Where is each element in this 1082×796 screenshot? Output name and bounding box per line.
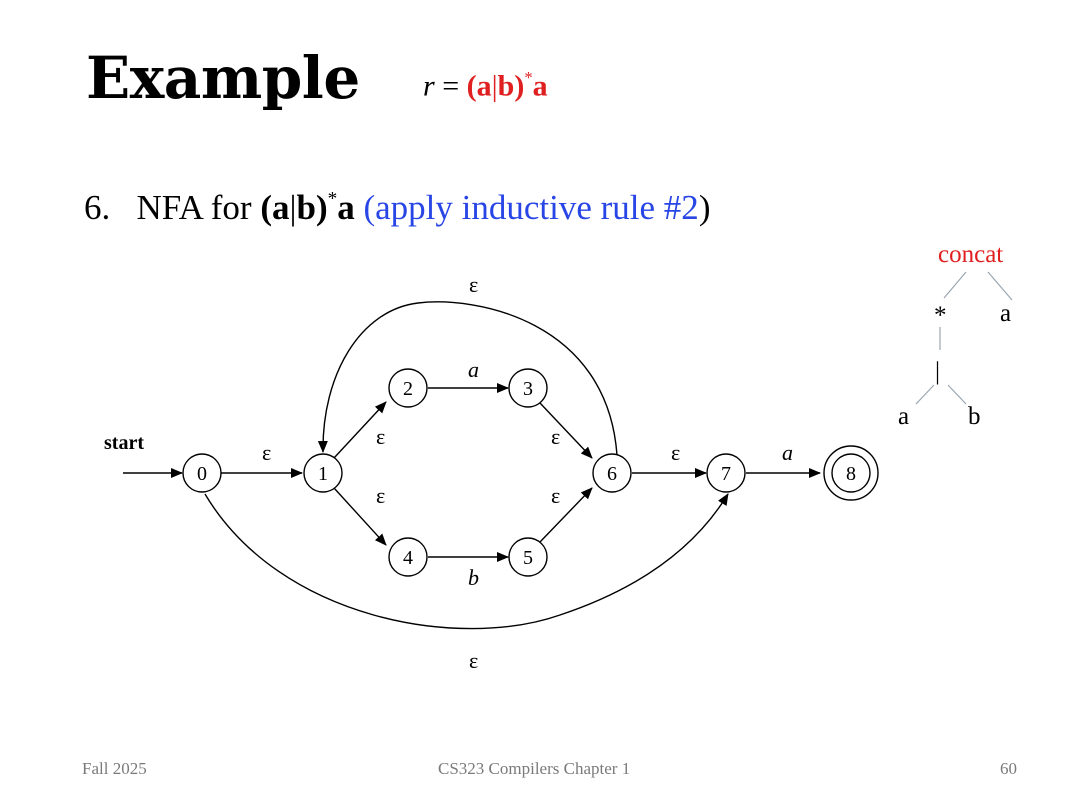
edge-label-6-7: ε [671, 440, 680, 465]
footer-course: CS323 Compilers Chapter 1 [438, 759, 631, 778]
subtitle: 6. NFA for (a|b)*a (apply inductive rule… [84, 188, 710, 228]
edge-0-7 [204, 493, 729, 630]
edge-1-2 [333, 401, 387, 459]
state-label-2: 2 [403, 378, 413, 400]
formula-open: ( [466, 69, 477, 103]
formula-a1: a [476, 69, 492, 103]
formula-a2: a [532, 69, 548, 103]
subtitle-number: 6. [84, 188, 111, 227]
start-label: start [104, 432, 144, 454]
state-label-7: 7 [721, 463, 731, 485]
state-label-3: 3 [523, 378, 533, 400]
subtitle-expr-bar: | [289, 188, 297, 227]
tree-line-concat-a [987, 271, 1013, 301]
state-3: 3 [508, 368, 548, 408]
formula-var: r [423, 69, 435, 103]
state-8-accepting: 8 [823, 445, 879, 501]
edge-label-3-6: ε [551, 424, 560, 449]
edge-label-1-2: ε [376, 424, 385, 449]
edge-label-5-6: ε [551, 483, 560, 508]
tree-alt-right-b: b [968, 403, 981, 430]
state-label-6: 6 [607, 463, 617, 485]
state-0: 0 [182, 453, 222, 493]
state-1: 1 [303, 453, 343, 493]
state-label-0: 0 [197, 463, 207, 485]
tree-line-alt-a [915, 384, 935, 405]
syntax-tree-lines [915, 271, 1013, 405]
state-6: 6 [592, 453, 632, 493]
tree-line-concat-star [943, 271, 967, 299]
formula-bar: | [491, 69, 498, 103]
slide-title: Example [86, 44, 360, 112]
state-4: 4 [388, 537, 428, 577]
edge-label-4-5: b [468, 565, 479, 590]
state-5: 5 [508, 537, 548, 577]
state-label-8: 8 [846, 463, 856, 485]
formula-eq: = [434, 69, 467, 103]
edge-label-0-7: ε [469, 648, 478, 673]
state-2: 2 [388, 368, 428, 408]
title-formula: r = (a|b)*a [423, 68, 548, 103]
formula-star: * [524, 68, 533, 87]
edge-5-6 [539, 487, 593, 543]
edge-label-0-1: ε [262, 440, 271, 465]
tree-alt: | [935, 358, 941, 385]
tree-star: * [934, 302, 947, 329]
subtitle-expr-star: * [327, 188, 338, 210]
footer-date: Fall 2025 [82, 759, 147, 778]
edge-label-1-4: ε [376, 483, 385, 508]
edge-label-2-3: a [468, 357, 479, 382]
edge-3-6 [539, 402, 593, 459]
edge-1-4 [333, 487, 387, 546]
subtitle-note: apply inductive rule #2 [375, 188, 699, 227]
edge-label-7-8: a [782, 440, 793, 465]
edge-label-6-1: ε [469, 272, 478, 297]
tree-alt-left-a: a [898, 403, 910, 430]
tree-line-alt-b [947, 384, 967, 405]
state-label-4: 4 [403, 547, 413, 569]
state-label-1: 1 [318, 463, 328, 485]
subtitle-expr-open: (a [260, 188, 290, 227]
subtitle-note-open: ( [354, 188, 376, 227]
edge-6-1 [317, 301, 618, 456]
subtitle-expr-a: a [337, 188, 355, 227]
state-label-5: 5 [523, 547, 533, 569]
tree-right-a: a [1000, 300, 1012, 327]
footer-page-number: 60 [1000, 759, 1017, 778]
formula-close: ) [514, 69, 525, 103]
subtitle-note-close: ) [698, 188, 711, 227]
subtitle-expr-b: b) [296, 188, 328, 227]
tree-root-concat: concat [938, 241, 1004, 268]
subtitle-prefix: NFA for [136, 188, 261, 227]
state-7: 7 [706, 453, 746, 493]
formula-b1: b [497, 69, 515, 103]
